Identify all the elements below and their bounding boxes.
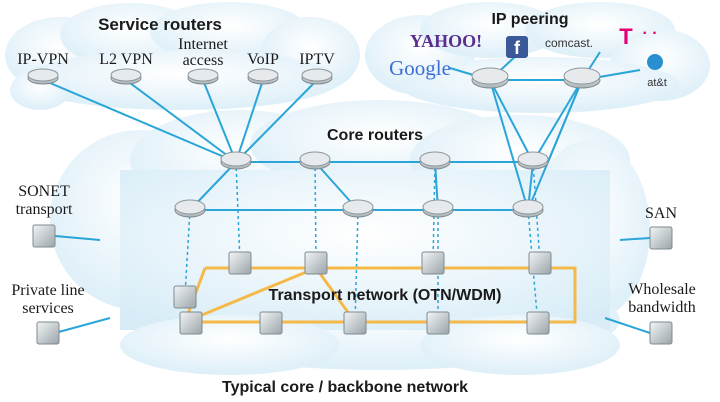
router-peering-2 <box>563 67 601 89</box>
otn-switch-4 <box>528 251 552 275</box>
label-l2-vpn: L2 VPN <box>99 51 153 68</box>
core-router-h <box>512 199 544 218</box>
wholesale-box <box>649 321 673 345</box>
otn-switch-10 <box>526 311 550 335</box>
router-iptv <box>301 68 333 85</box>
core-router-d <box>517 151 549 170</box>
otn-switch-3 <box>421 251 445 275</box>
core-router-a <box>220 151 252 170</box>
label-wholesale: Wholesale <box>628 281 696 298</box>
yahoo-logo: YAHOO! <box>410 31 482 51</box>
facebook-logo-letter: f <box>514 38 521 58</box>
label-services: services <box>22 300 74 317</box>
core-router-nodes <box>174 151 549 218</box>
label-ip-vpn: IP-VPN <box>17 51 69 68</box>
google-logo: Google <box>389 56 451 80</box>
core-router-f <box>342 199 374 218</box>
otn-switch-5 <box>173 285 197 309</box>
service-routers-title: Service routers <box>98 15 222 34</box>
label-san: SAN <box>645 205 677 222</box>
comcast-logo: comcast. <box>545 36 593 50</box>
att-logo: at&t <box>647 77 667 89</box>
ip-peering-cloud <box>365 2 710 113</box>
otn-switch-8 <box>343 311 367 335</box>
tmobile-dots: · · <box>642 25 657 42</box>
label-transport: transport <box>16 201 73 218</box>
tmobile-logo: T <box>619 24 633 49</box>
router-internet-access <box>187 68 219 85</box>
core-router-e <box>174 199 206 218</box>
sonet-box <box>32 224 56 248</box>
label-voip: VoIP <box>247 51 279 68</box>
label-bandwidth: bandwidth <box>628 299 696 316</box>
san-box <box>649 226 673 250</box>
label-iptv: IPTV <box>299 51 335 68</box>
router-l2-vpn <box>110 68 142 85</box>
service-router-nodes <box>27 68 333 85</box>
private-line-box <box>36 321 60 345</box>
otn-switch-7 <box>259 311 283 335</box>
core-router-b <box>299 151 331 170</box>
otn-switch-1 <box>228 251 252 275</box>
core-router-g <box>422 199 454 218</box>
otn-switch-2 <box>304 251 328 275</box>
transport-network-title: Transport network (OTN/WDM) <box>269 287 502 304</box>
core-routers-title: Core routers <box>327 127 423 144</box>
otn-switch-9 <box>426 311 450 335</box>
router-voip <box>247 68 279 85</box>
core-router-c <box>419 151 451 170</box>
label-internet: Internet <box>178 36 228 53</box>
peering-router-nodes <box>471 67 601 89</box>
otn-switch-6 <box>179 311 203 335</box>
label-private-line: Private line <box>11 282 84 299</box>
router-ip-vpn <box>27 68 59 85</box>
ip-peering-title: IP peering <box>491 11 568 28</box>
router-peering-1 <box>471 67 509 89</box>
transport-nodes <box>32 224 673 345</box>
att-globe-icon <box>647 54 663 70</box>
facebook-icon <box>506 36 528 58</box>
label-access: access <box>183 52 224 69</box>
diagram-title: Typical core / backbone network <box>222 379 468 396</box>
label-sonet: SONET <box>18 183 70 200</box>
